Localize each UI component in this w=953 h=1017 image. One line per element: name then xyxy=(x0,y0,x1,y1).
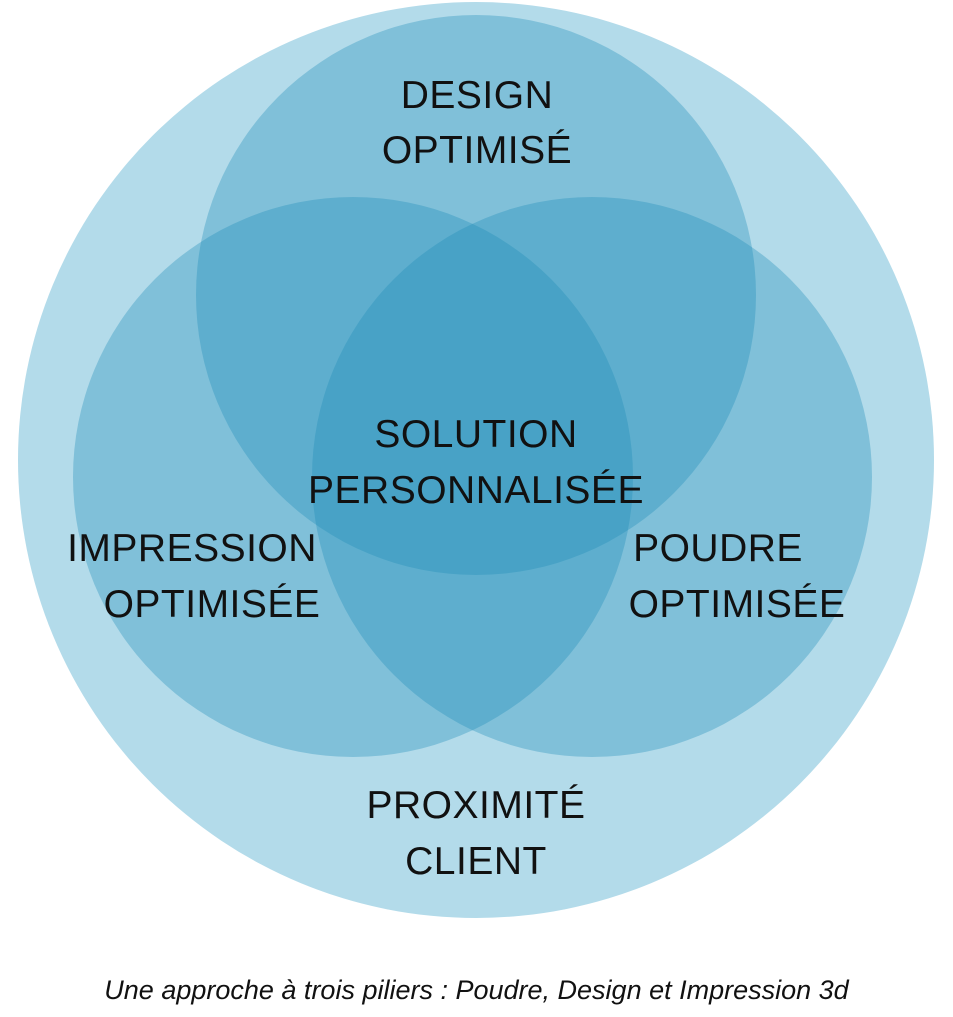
label-poudre-2: OPTIMISÉE xyxy=(629,583,846,626)
label-design-1: DESIGN xyxy=(401,74,554,117)
label-proximite-1: PROXIMITÉ xyxy=(366,784,585,827)
circle-design xyxy=(196,15,756,575)
circle-impression xyxy=(73,197,633,757)
venn-diagram: DESIGN OPTIMISÉ SOLUTION PERSONNALISÉE I… xyxy=(18,2,934,918)
label-design-2: OPTIMISÉ xyxy=(382,129,572,172)
outer-circle-proximite-client xyxy=(18,2,934,918)
label-solution-1: SOLUTION xyxy=(374,413,577,456)
circle-poudre xyxy=(312,197,872,757)
label-proximite-2: CLIENT xyxy=(405,840,547,883)
label-impression-2: OPTIMISÉE xyxy=(104,583,321,626)
diagram-caption: Une approche à trois piliers : Poudre, D… xyxy=(104,975,849,1005)
label-solution-2: PERSONNALISÉE xyxy=(308,469,644,512)
label-impression-1: IMPRESSION xyxy=(67,527,317,570)
label-poudre-1: POUDRE xyxy=(633,527,803,570)
